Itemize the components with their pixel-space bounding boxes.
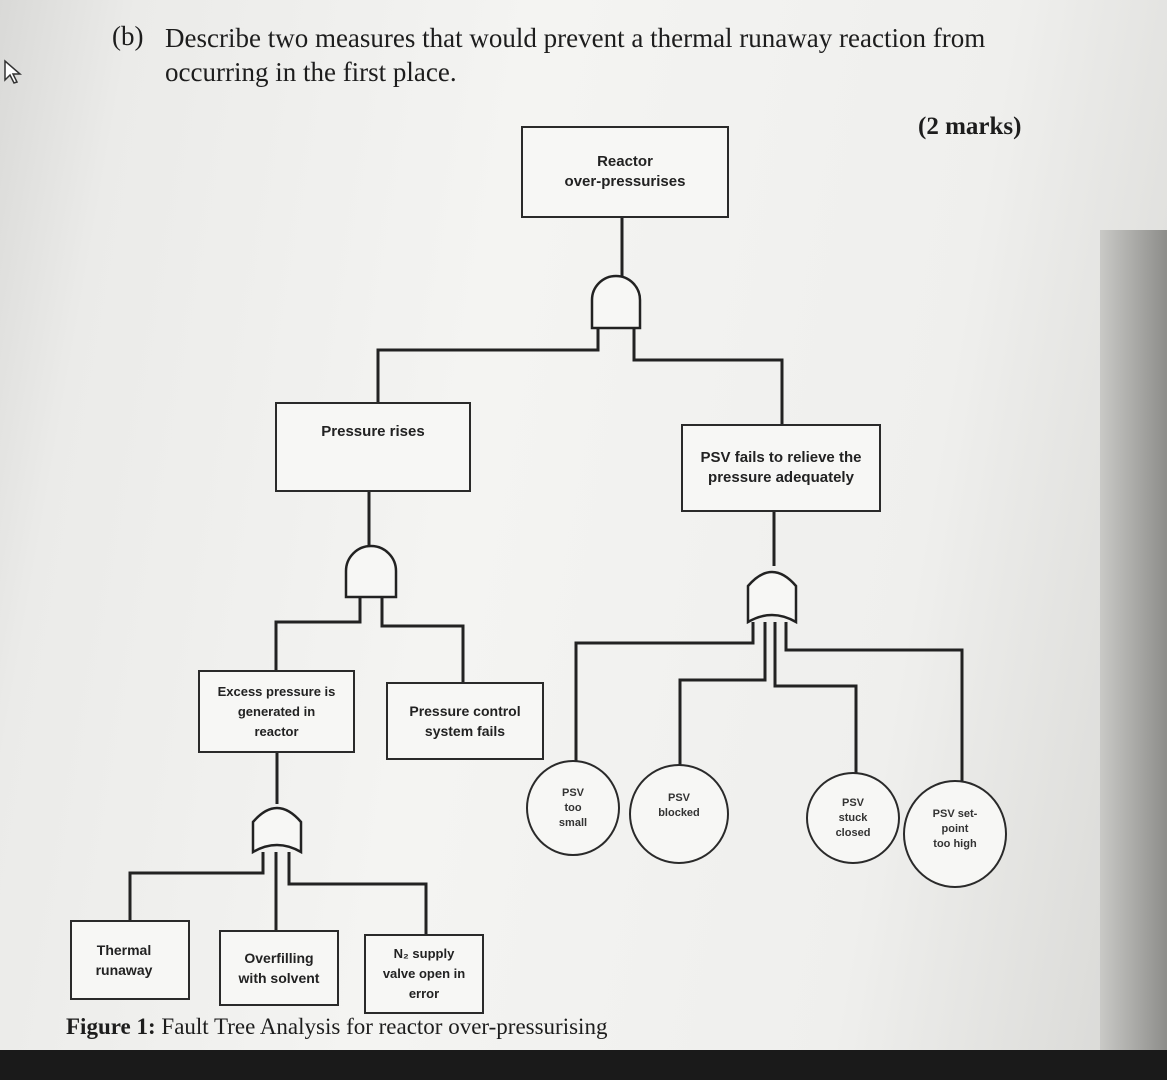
- pressure-control-label: Pressure control system fails: [409, 703, 521, 739]
- psv-setpoint-label: PSV set- point too high: [932, 807, 978, 850]
- overfilling-box: Overfilling with solvent: [219, 930, 339, 1006]
- n2-supply-label: N₂ supply valve open in error: [382, 946, 466, 1001]
- marks-label: (2 marks): [918, 113, 1022, 140]
- and-gate-pressure-rises: [344, 544, 398, 599]
- psv-blocked-event: PSV blocked: [629, 764, 729, 864]
- excess-pressure-box: Excess pressure is generated in reactor: [198, 670, 355, 753]
- monitor-edge: [1100, 230, 1167, 1050]
- overfilling-label: Overfilling with solvent: [238, 950, 320, 986]
- psv-stuck-closed-event: PSV stuck closed: [806, 772, 900, 864]
- psv-blocked-label: PSV blocked: [658, 792, 700, 819]
- thermal-runaway-box: Thermal runaway: [70, 920, 190, 1000]
- psv-setpoint-event: PSV set- point too high: [903, 780, 1007, 888]
- figure-caption: Figure 1: Fault Tree Analysis for reacto…: [66, 1014, 607, 1040]
- excess-pressure-label: Excess pressure is generated in reactor: [217, 683, 336, 739]
- psv-too-small-event: PSV too small: [526, 760, 620, 856]
- psv-too-small-label: PSV too small: [558, 786, 588, 829]
- psv-stuck-closed-label: PSV stuck closed: [835, 796, 871, 839]
- pressure-rises-label: Pressure rises: [321, 423, 425, 440]
- or-gate-psv: [746, 570, 798, 625]
- n2-supply-box: N₂ supply valve open in error: [364, 934, 484, 1014]
- top-event-label: Reactor over-pressurises: [564, 153, 686, 190]
- pressure-rises-box: Pressure rises: [275, 402, 471, 492]
- question-text-line1: Describe two measures that would prevent…: [165, 23, 986, 53]
- or-gate-excess-pressure: [251, 806, 303, 855]
- question-label: (b): [112, 21, 144, 51]
- figure-caption-label: Figure 1:: [66, 1014, 156, 1039]
- question-text-line2: occurring in the first place.: [165, 57, 457, 87]
- cursor-icon: [4, 59, 23, 84]
- pressure-control-box: Pressure control system fails: [386, 682, 544, 760]
- top-event-box: Reactor over-pressurises: [521, 126, 729, 218]
- and-gate-top: [590, 274, 642, 330]
- psv-fails-box: PSV fails to relieve the pressure adequa…: [681, 424, 881, 512]
- figure-caption-text: Fault Tree Analysis for reactor over-pre…: [161, 1014, 608, 1039]
- psv-fails-label: PSV fails to relieve the pressure adequa…: [700, 449, 862, 486]
- monitor-bezel: [0, 1050, 1167, 1080]
- thermal-runaway-label: Thermal runaway: [95, 942, 153, 978]
